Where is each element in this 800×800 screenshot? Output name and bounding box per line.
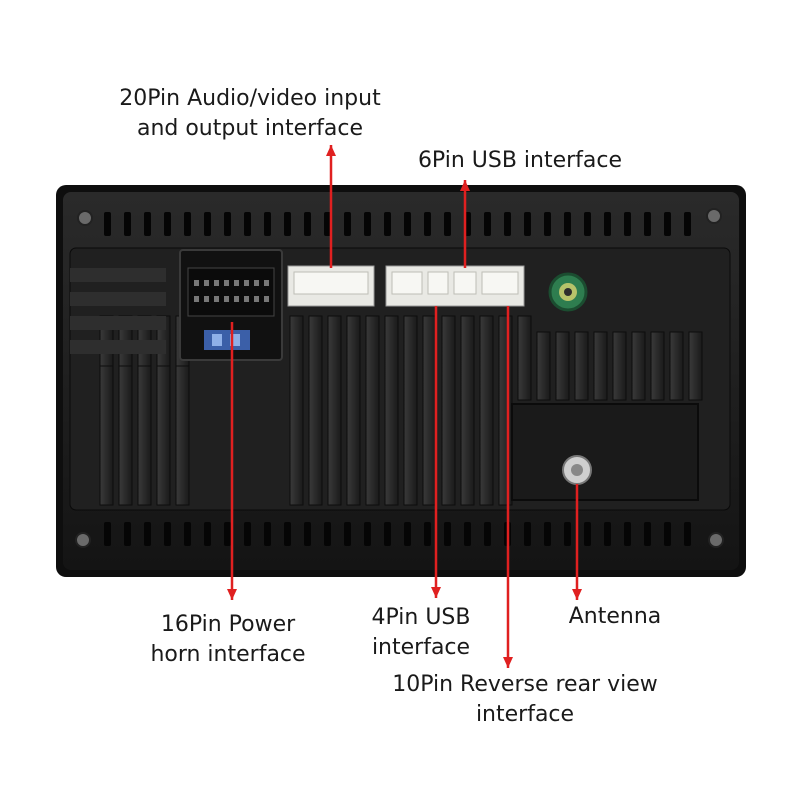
connector-10pin-reverse <box>385 265 525 307</box>
label-antenna-line-1: Antenna <box>568 604 662 629</box>
callout-arrows <box>227 145 582 668</box>
label-usb6-line-1: 6Pin USB interface <box>417 148 623 173</box>
arrow-usb6 <box>460 180 470 268</box>
corner-screws <box>75 208 724 548</box>
antenna-port <box>562 455 592 485</box>
label-antenna: Antenna <box>540 602 690 632</box>
label-usb6: 6Pin USB interface <box>400 146 640 176</box>
label-reverse10: 10Pin Reverse rear view interface <box>370 670 680 730</box>
label-av-line-1: 20Pin Audio/video input <box>119 86 381 111</box>
label-power16-line-1: 16Pin Power <box>160 612 296 637</box>
label-usb4: 4Pin USB interface <box>336 603 506 663</box>
label-usb4-line-2: interface <box>371 635 471 660</box>
antenna-recess <box>511 403 699 501</box>
label-av-line-2: and output interface <box>136 116 364 141</box>
label-reverse10-line-2: interface <box>475 702 575 727</box>
label-power16: 16Pin Power horn interface <box>118 610 338 670</box>
top-vent-row <box>104 212 691 236</box>
heatsink-fins <box>99 315 703 506</box>
power-harness-socket <box>179 249 283 361</box>
arrow-antenna <box>572 484 582 600</box>
arrow-av-interface <box>326 145 336 268</box>
green-av-port <box>548 272 588 312</box>
arrow-usb4 <box>431 306 441 598</box>
label-av-interface: 20Pin Audio/video input and output inter… <box>100 84 400 144</box>
label-usb4-line-1: 4Pin USB <box>371 605 471 630</box>
arrow-reverse10 <box>503 306 513 668</box>
left-side-fins <box>70 268 166 354</box>
label-reverse10-line-1: 10Pin Reverse rear view <box>392 672 658 697</box>
connector-20pin-av <box>287 265 375 307</box>
label-power16-line-2: horn interface <box>150 642 306 667</box>
arrow-power16 <box>227 322 237 600</box>
